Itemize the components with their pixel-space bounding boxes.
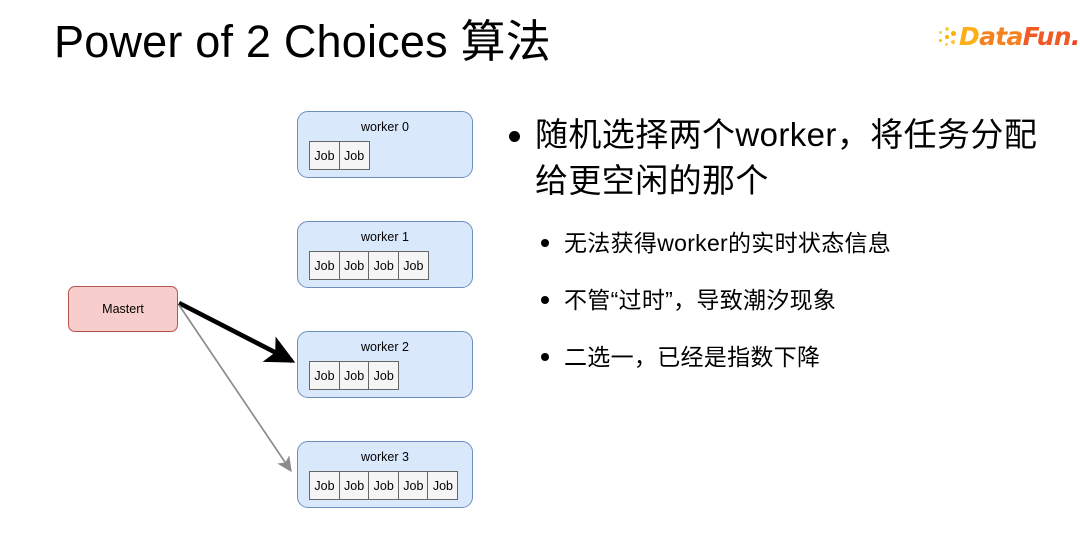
node-worker-2-label: worker 2 xyxy=(361,340,409,354)
sub-bullet-1-text: 无法获得worker的实时状态信息 xyxy=(564,230,892,256)
node-worker-3-label: worker 3 xyxy=(361,450,409,464)
job-box[interactable]: Job xyxy=(368,251,400,280)
bullet-dot-icon xyxy=(541,353,549,361)
node-master[interactable]: Mastert xyxy=(68,286,178,332)
sub-bullet-list: 无法获得worker的实时状态信息 不管“过时”，导致潮汐现象 二选一，已经是指… xyxy=(506,227,1066,373)
node-worker-1[interactable]: worker 1 Job Job Job Job xyxy=(297,221,473,288)
job-box[interactable]: Job xyxy=(338,141,370,170)
logo-period: . xyxy=(1070,22,1080,51)
architecture-diagram: Mastert worker 0 Job Job worker 1 Job Jo… xyxy=(0,0,500,537)
node-worker-0-label: worker 0 xyxy=(361,120,409,134)
sub-bullet-1: 无法获得worker的实时状态信息 xyxy=(539,227,1066,259)
job-box[interactable]: Job xyxy=(397,251,429,280)
logo-dots-icon xyxy=(938,26,958,48)
bullet-main: 随机选择两个worker，将任务分配给更空闲的那个 xyxy=(506,112,1066,204)
bullet-main-text: 随机选择两个worker，将任务分配给更空闲的那个 xyxy=(535,116,1038,199)
datafun-logo: DataFun. xyxy=(938,22,1080,52)
node-worker-2-jobs: Job Job Job xyxy=(309,361,472,390)
arrow-master-to-worker3 xyxy=(178,304,292,473)
job-box[interactable]: Job xyxy=(309,251,340,280)
node-worker-0[interactable]: worker 0 Job Job xyxy=(297,111,473,178)
bullet-list: 随机选择两个worker，将任务分配给更空闲的那个 无法获得worker的实时状… xyxy=(506,112,1066,373)
logo-wordmark: DataFun. xyxy=(959,24,1080,50)
node-master-label: Mastert xyxy=(102,302,144,316)
arrow-master-to-worker2 xyxy=(177,300,296,364)
logo-letters-fun: Fun xyxy=(1022,22,1072,51)
bullet-dot-icon xyxy=(541,296,549,304)
node-worker-0-jobs: Job Job xyxy=(309,141,472,170)
job-box[interactable]: Job xyxy=(309,361,340,390)
sub-bullet-2-text: 不管“过时”，导致潮汐现象 xyxy=(564,287,837,313)
job-box[interactable]: Job xyxy=(338,471,370,500)
job-box[interactable]: Job xyxy=(309,471,340,500)
job-box[interactable]: Job xyxy=(338,251,370,280)
node-worker-3-jobs: Job Job Job Job Job xyxy=(309,471,472,500)
job-box[interactable]: Job xyxy=(397,471,429,500)
node-worker-1-label: worker 1 xyxy=(361,230,409,244)
logo-letter-d: D xyxy=(959,22,980,51)
node-worker-3[interactable]: worker 3 Job Job Job Job Job xyxy=(297,441,473,508)
bullet-dot-icon xyxy=(509,131,520,142)
job-box[interactable]: Job xyxy=(368,361,400,390)
job-box[interactable]: Job xyxy=(338,361,370,390)
node-worker-2[interactable]: worker 2 Job Job Job xyxy=(297,331,473,398)
sub-bullet-3: 二选一，已经是指数下降 xyxy=(539,341,1066,373)
sub-bullet-3-text: 二选一，已经是指数下降 xyxy=(564,344,821,370)
job-box[interactable]: Job xyxy=(309,141,340,170)
bullet-dot-icon xyxy=(541,239,549,247)
node-worker-1-jobs: Job Job Job Job xyxy=(309,251,472,280)
job-box[interactable]: Job xyxy=(427,471,459,500)
sub-bullet-2: 不管“过时”，导致潮汐现象 xyxy=(539,284,1066,316)
logo-letters-ata: ata xyxy=(979,22,1023,51)
job-box[interactable]: Job xyxy=(368,471,400,500)
page-title: Power of 2 Choices 算法 xyxy=(54,16,551,67)
